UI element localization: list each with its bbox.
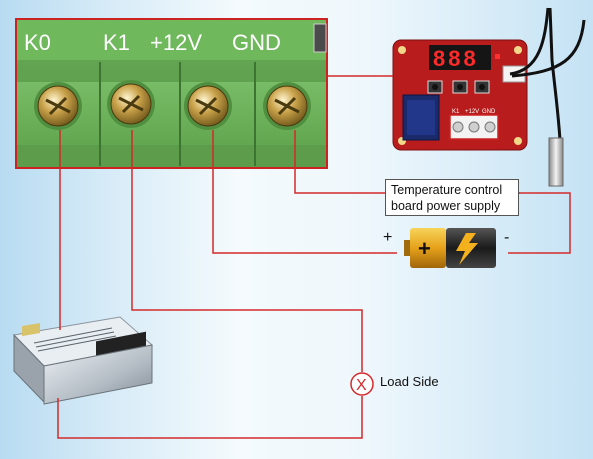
terminal-label-k1: K1 xyxy=(103,30,130,55)
module-terminal-gnd: GND xyxy=(482,109,496,115)
wire-gnd-to-battery-minus xyxy=(294,130,571,254)
battery-minus-label: - xyxy=(504,229,510,246)
power-supply-unit xyxy=(12,316,154,405)
terminal-label-gnd: GND xyxy=(232,30,281,55)
screws xyxy=(34,80,311,130)
power-supply-label-line2: board power supply xyxy=(391,199,501,213)
module-terminal-k1: K1 xyxy=(452,109,460,115)
terminal-label-k0: K0 xyxy=(24,30,51,55)
power-supply-label: Temperature control board power supply xyxy=(385,179,519,216)
temperature-probe xyxy=(509,7,586,187)
terminal-label-12v: +12V xyxy=(150,30,202,55)
terminal-labels: K0 K1 +12V GND xyxy=(24,30,281,55)
wire-12v-to-battery-plus xyxy=(212,130,397,254)
screw-12v xyxy=(184,82,232,130)
wire-k1-to-load xyxy=(131,130,363,372)
battery-plus-sign: + xyxy=(418,236,431,261)
load-symbol: X xyxy=(350,372,374,396)
module-terminal-12v: +12V xyxy=(465,109,479,115)
screw-k0 xyxy=(34,82,82,130)
load-symbol-x: X xyxy=(356,377,367,394)
power-supply-label-line1: Temperature control xyxy=(391,183,503,197)
screw-gnd xyxy=(263,82,311,130)
module-display-readout: 888 xyxy=(433,46,479,71)
battery-plus-label: + xyxy=(383,229,393,246)
screw-k1 xyxy=(107,80,155,128)
battery: + xyxy=(404,228,496,268)
thermostat-module: 888 K1 +12V GND xyxy=(392,39,528,151)
load-side-label: Load Side xyxy=(380,374,439,389)
wire-load-to-psu xyxy=(57,396,363,439)
